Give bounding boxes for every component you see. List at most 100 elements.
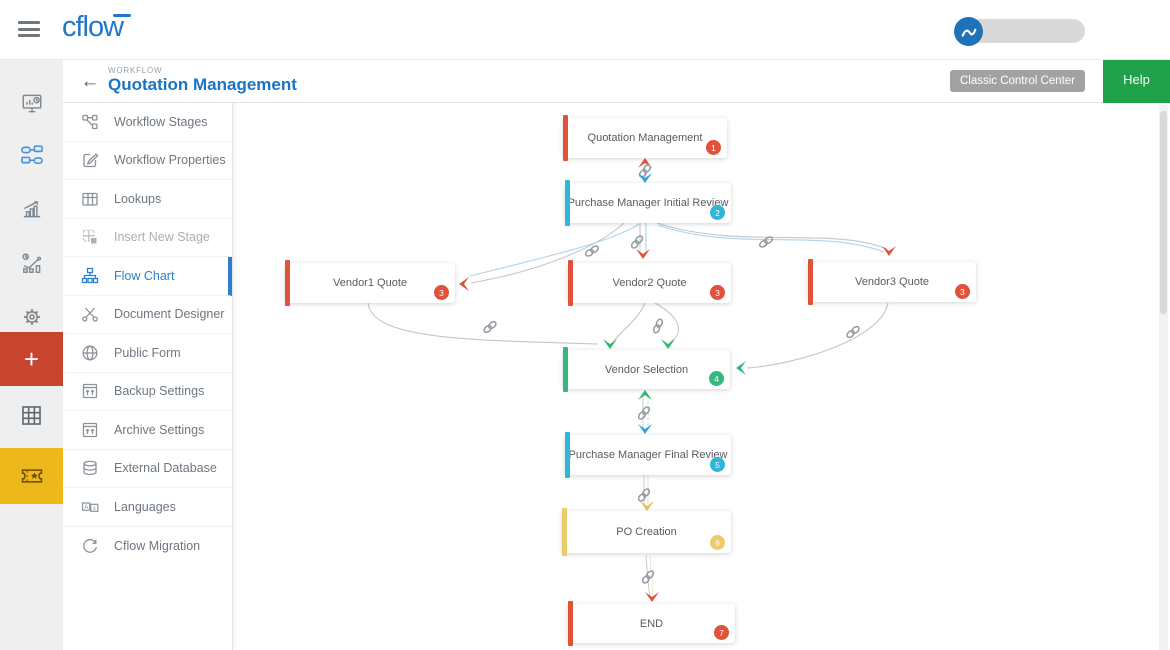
page-title: Quotation Management xyxy=(108,75,297,94)
sidebar-item-public-form[interactable]: Public Form xyxy=(63,334,232,373)
stage-color-bar xyxy=(568,601,573,646)
stage-color-bar xyxy=(562,508,567,556)
stage-badge: 2 xyxy=(710,205,725,220)
sidebar-item-label: Workflow Properties xyxy=(114,153,226,168)
sidebar-item-label: Insert New Stage xyxy=(114,230,210,245)
stage-label: PO Creation xyxy=(616,526,677,538)
settings-gear-icon[interactable] xyxy=(0,290,63,344)
rewards-ticket-icon[interactable] xyxy=(0,448,63,504)
username-pill[interactable] xyxy=(967,19,1085,43)
topbar: cflow​ xyxy=(0,0,1170,60)
stage-badge: 7 xyxy=(714,625,729,640)
flow-node-purchase-manager-initial-review[interactable]: Purchase Manager Initial Review 2 xyxy=(565,180,731,226)
backup-box-icon xyxy=(81,382,99,400)
classic-control-center-button[interactable]: Classic Control Center xyxy=(949,70,1085,92)
workflow-builder-icon[interactable] xyxy=(0,128,63,182)
flow-node-end[interactable]: END 7 xyxy=(568,601,735,646)
cflow-logo[interactable]: cflow​ xyxy=(62,11,124,44)
sidebar-item-languages[interactable]: A x Languages xyxy=(63,488,232,527)
stage-label: Vendor2 Quote xyxy=(612,277,687,289)
sidebar-item-backup-settings[interactable]: Backup Settings xyxy=(63,373,232,411)
sidebar-item-workflow-properties[interactable]: Workflow Properties xyxy=(63,142,232,180)
user-avatar[interactable] xyxy=(954,17,983,46)
stage-color-bar xyxy=(285,260,290,306)
stage-badge: 4 xyxy=(709,371,724,386)
svg-text:A: A xyxy=(84,504,89,511)
add-new-button[interactable]: + xyxy=(0,332,63,386)
sync-arrows-icon xyxy=(81,537,99,555)
flow-node-vendor1-quote[interactable]: Vendor1 Quote 3 xyxy=(285,260,455,306)
stage-label: Purchase Manager Initial Review xyxy=(567,197,729,209)
icon-rail: + xyxy=(0,60,63,650)
edge-po-end xyxy=(640,554,659,602)
edge-pmfr-po xyxy=(636,475,654,511)
stage-label: Vendor1 Quote xyxy=(332,277,407,289)
flow-node-vendor3-quote[interactable]: Vendor3 Quote 3 xyxy=(808,259,976,305)
archive-box-icon xyxy=(81,421,99,439)
dashboard-monitor-icon[interactable] xyxy=(0,76,63,130)
analytics-scatter-icon[interactable] xyxy=(0,236,63,290)
stage-label: Vendor3 Quote xyxy=(854,276,929,288)
sidebar-item-label: Cflow Migration xyxy=(114,538,201,553)
sidebar-item-external-database[interactable]: External Database xyxy=(63,450,232,488)
avatar-swoosh-icon xyxy=(961,28,976,37)
vertical-scrollbar[interactable] xyxy=(1159,105,1168,650)
edge-vendor3-selection xyxy=(736,302,889,375)
help-button[interactable]: Help xyxy=(1103,55,1170,103)
edge-pmir-vendor2 xyxy=(629,223,650,259)
sidebar-item-label: Document Designer xyxy=(114,307,225,322)
stage-badge: 3 xyxy=(710,285,725,300)
edge-vendor2-selection xyxy=(612,302,680,349)
scissors-icon xyxy=(81,305,99,323)
stage-badge: 5 xyxy=(710,457,725,472)
sidebar-item-label: Backup Settings xyxy=(114,384,205,399)
sidebar-item-label: Flow Chart xyxy=(114,268,175,283)
data-table-icon[interactable] xyxy=(0,388,63,442)
edge-selection-pmfr xyxy=(636,390,652,434)
stage-label: END xyxy=(639,617,664,630)
flow-node-vendor2-quote[interactable]: Vendor2 Quote 3 xyxy=(568,260,731,306)
workflow-sidebar: Workflow Stages Workflow Properties Look… xyxy=(63,103,233,650)
sidebar-item-document-designer[interactable]: Document Designer xyxy=(63,296,232,334)
scrollbar-thumb[interactable] xyxy=(1160,111,1167,314)
stage-label: Purchase Manager Final Review xyxy=(568,449,728,461)
sidebar-item-label: Lookups xyxy=(114,191,162,206)
insert-grid-icon xyxy=(81,228,99,246)
flow-node-po-creation[interactable]: PO Creation 6 xyxy=(562,508,731,556)
sidebar-item-label: External Database xyxy=(114,461,217,476)
edge-vendor1-selection xyxy=(367,302,617,349)
page-header: ← WORKFLOW Quotation Management Classic … xyxy=(63,55,1170,103)
stage-badge: 6 xyxy=(710,535,725,550)
stage-color-bar xyxy=(565,432,570,478)
stage-color-bar xyxy=(808,259,813,305)
stage-label: Quotation Management xyxy=(587,132,703,144)
workflow-stages-icon xyxy=(81,113,99,131)
flowchart-canvas[interactable]: Quotation Management 1 Purchase Manager … xyxy=(233,103,1170,650)
sidebar-item-flow-chart[interactable]: Flow Chart xyxy=(63,257,232,296)
back-button[interactable]: ← xyxy=(77,69,103,95)
stage-badge: 3 xyxy=(955,284,970,299)
sidebar-item-archive-settings[interactable]: Archive Settings xyxy=(63,411,232,450)
stage-label: Vendor Selection xyxy=(604,363,689,376)
sidebar-item-workflow-stages[interactable]: Workflow Stages xyxy=(63,103,232,142)
breadcrumb: WORKFLOW xyxy=(108,66,163,75)
sidebar-item-label: Archive Settings xyxy=(114,422,205,437)
flow-node-quotation-management[interactable]: Quotation Management 1 xyxy=(563,115,727,161)
sidebar-item-lookups[interactable]: Lookups xyxy=(63,180,232,219)
flow-node-vendor-selection[interactable]: Vendor Selection 4 xyxy=(563,347,730,392)
flow-node-purchase-manager-final-review[interactable]: Purchase Manager Final Review 5 xyxy=(565,432,731,478)
stage-badge: 3 xyxy=(434,285,449,300)
hamburger-menu-icon[interactable] xyxy=(18,21,40,39)
svg-text:x: x xyxy=(93,505,97,512)
sidebar-item-label: Workflow Stages xyxy=(114,114,208,129)
edit-pencil-icon xyxy=(81,151,99,169)
globe-icon xyxy=(81,344,99,362)
sidebar-item-label: Public Form xyxy=(114,345,181,360)
stage-color-bar xyxy=(563,347,568,392)
edge-pmir-vendor3 xyxy=(656,222,896,256)
sidebar-item-insert-new-stage[interactable]: Insert New Stage xyxy=(63,219,232,257)
reports-bar-chart-icon[interactable] xyxy=(0,182,63,236)
sidebar-item-cflow-migration[interactable]: Cflow Migration xyxy=(63,527,232,566)
back-arrow-icon: ← xyxy=(80,71,100,92)
